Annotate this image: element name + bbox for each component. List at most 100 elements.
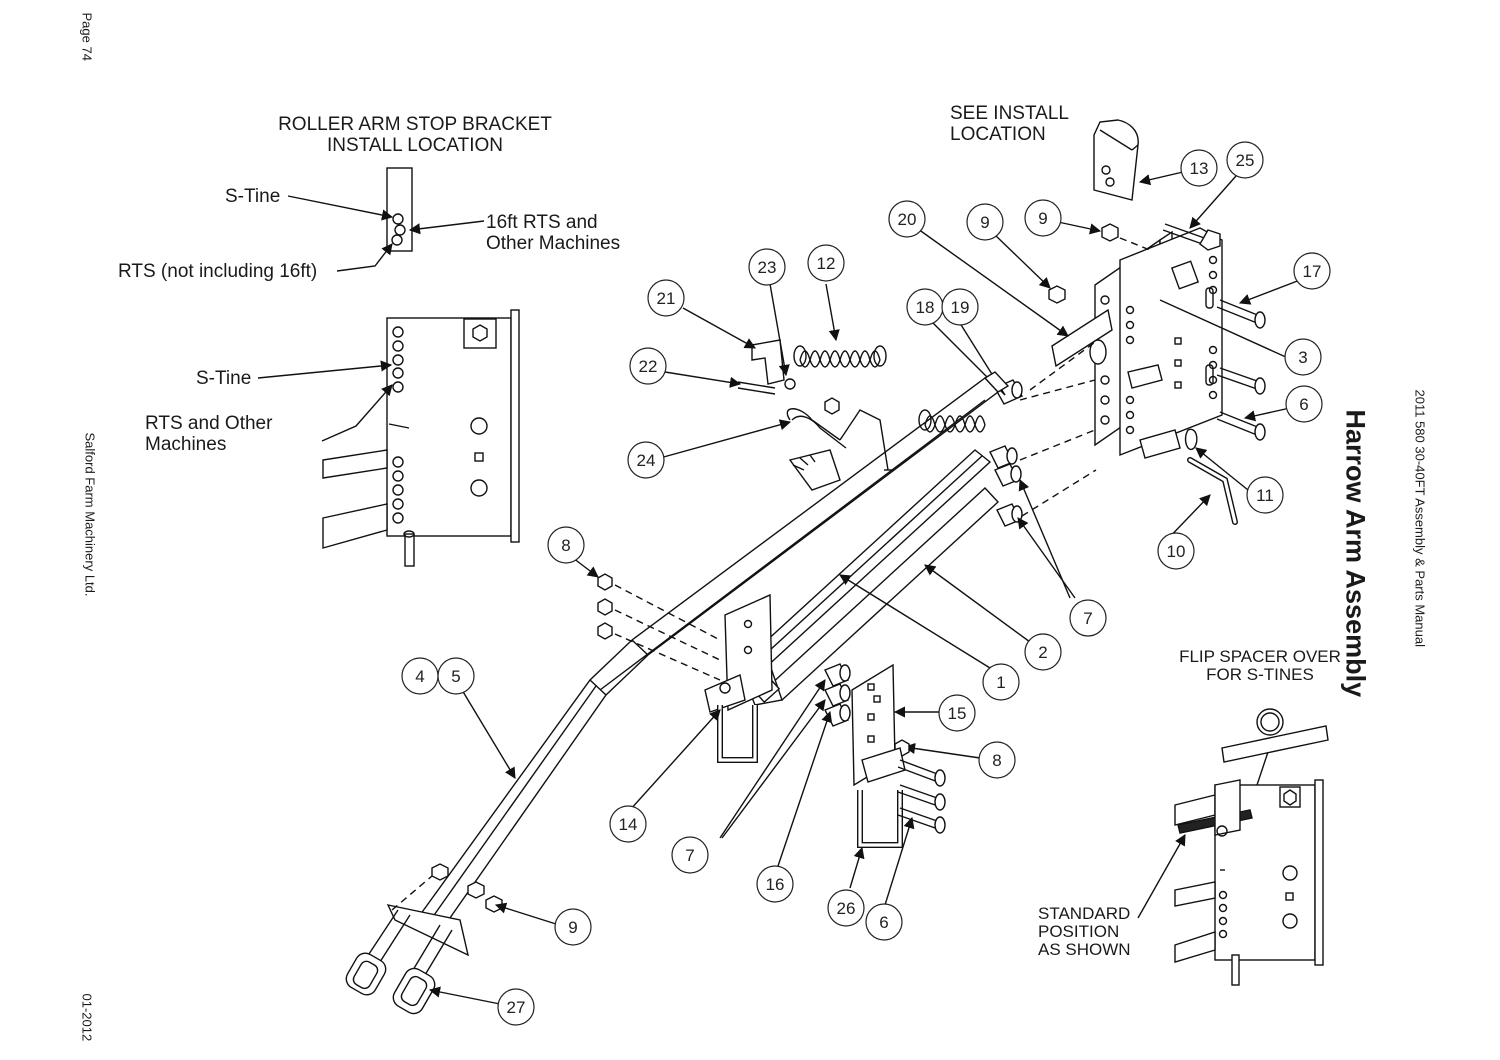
callout-11: 11 xyxy=(1246,476,1284,514)
callout-number: 6 xyxy=(879,913,888,932)
arm-tubes-1-2 xyxy=(739,449,1031,706)
stop-bracket-s-tine-label: S-Tine xyxy=(225,186,281,207)
callout-circle xyxy=(941,288,979,326)
pin-10-clip-11 xyxy=(1161,428,1249,546)
callout-18: 18 xyxy=(906,288,944,326)
callout-26: 26 xyxy=(827,889,865,927)
callout-circle xyxy=(547,526,585,564)
spacer-flip-inset xyxy=(1137,708,1329,986)
stop-bracket-16ft-label: 16ft RTS and Other Machines xyxy=(486,212,620,254)
callout-circle xyxy=(1284,338,1322,376)
nuts-8-left xyxy=(572,557,721,681)
callout-3: 3 xyxy=(1284,338,1322,376)
bracket-rts-label: RTS and Other Machines xyxy=(145,413,272,455)
callout-19: 19 xyxy=(941,288,979,326)
callout-number: 2 xyxy=(1038,643,1047,662)
callout-number: 12 xyxy=(817,254,836,273)
callout-circle xyxy=(966,203,1004,241)
callout-number: 8 xyxy=(561,536,570,555)
arm-end-tines xyxy=(345,863,557,1015)
standard-position-line1: STANDARD xyxy=(1038,904,1131,923)
spring-12 xyxy=(793,283,887,368)
callout-8: 8 xyxy=(978,741,1016,779)
callout-9: 9 xyxy=(554,908,592,946)
bracket-15-assembly xyxy=(719,663,981,906)
callout-number: 18 xyxy=(916,298,935,317)
callout-circle xyxy=(1246,476,1284,514)
callout-22: 22 xyxy=(629,347,667,385)
callout-number: 1 xyxy=(996,673,1005,692)
callout-number: 13 xyxy=(1190,159,1209,178)
callout-circle xyxy=(554,908,592,946)
callout-6: 6 xyxy=(1285,385,1323,423)
callout-number: 7 xyxy=(685,846,694,865)
flip-spacer-line2: FOR S-TINES xyxy=(1206,665,1314,684)
callout-10: 10 xyxy=(1157,532,1195,570)
stop-bracket-heading-line1: ROLLER ARM STOP BRACKET xyxy=(278,114,552,135)
callout-number: 5 xyxy=(451,667,460,686)
callout-circle xyxy=(748,248,786,286)
callout-number: 14 xyxy=(619,815,638,834)
nuts-9-upper xyxy=(993,221,1151,304)
callout-number: 16 xyxy=(766,875,785,894)
callout-number: 3 xyxy=(1298,348,1307,367)
stop-bracket-strip xyxy=(287,167,485,272)
callout-number: 6 xyxy=(1299,395,1308,414)
callout-13: 13 xyxy=(1180,149,1218,187)
callout-number: 9 xyxy=(980,213,989,232)
bushings-top xyxy=(929,319,1099,599)
callout-circle xyxy=(978,741,1016,779)
callout-circle xyxy=(865,903,903,941)
callout-number: 10 xyxy=(1167,542,1186,561)
main-bracket-plate xyxy=(1094,227,1223,459)
stop-bracket-rts-label: RTS (not including 16ft) xyxy=(118,261,318,282)
callout-7: 7 xyxy=(1069,599,1107,637)
callout-number: 4 xyxy=(415,667,424,686)
see-install-line1: SEE INSTALL xyxy=(950,103,1069,124)
callout-circle xyxy=(1180,149,1218,187)
callout-9: 9 xyxy=(966,203,1004,241)
callout-number: 20 xyxy=(898,210,917,229)
callout-1: 1 xyxy=(982,663,1020,701)
harrow-arm-tube xyxy=(418,371,1010,926)
callout-circle xyxy=(1069,599,1107,637)
callout-number: 15 xyxy=(948,704,967,723)
bracket-rts-line1: RTS and Other xyxy=(145,413,273,434)
callout-circle xyxy=(1293,252,1331,290)
callout-24: 24 xyxy=(627,441,665,479)
stop-bracket-heading: ROLLER ARM STOP BRACKET INSTALL LOCATION xyxy=(240,114,590,156)
spring-lower xyxy=(918,409,986,433)
callout-5: 5 xyxy=(437,657,475,695)
callout-8: 8 xyxy=(547,526,585,564)
callout-20: 20 xyxy=(888,200,926,238)
callout-circle xyxy=(888,200,926,238)
callout-circle xyxy=(627,441,665,479)
small-parts-21-24 xyxy=(659,283,892,491)
standard-position-line3: AS SHOWN xyxy=(1038,940,1131,959)
stop-bracket-16ft-line1: 16ft RTS and xyxy=(486,212,598,233)
callout-15: 15 xyxy=(938,694,976,732)
callout-number: 11 xyxy=(1256,486,1274,505)
flip-spacer-line1: FLIP SPACER OVER xyxy=(1179,647,1341,666)
callout-number: 22 xyxy=(639,357,658,376)
bolt-25 xyxy=(1162,175,1237,251)
see-install-label: SEE INSTALL LOCATION xyxy=(950,103,1069,145)
callout-25: 25 xyxy=(1226,141,1264,179)
callout-circle xyxy=(671,836,709,874)
callout-2: 2 xyxy=(1024,633,1062,671)
callout-circle xyxy=(827,889,865,927)
spacer-20 xyxy=(917,228,1113,368)
stop-bracket-clip xyxy=(1093,119,1184,201)
stop-bracket-16ft-line2: Other Machines xyxy=(486,233,621,254)
callout-circle xyxy=(1024,633,1062,671)
callout-21: 21 xyxy=(647,279,685,317)
callout-12: 12 xyxy=(807,244,845,282)
callout-number: 25 xyxy=(1236,151,1255,170)
callout-6: 6 xyxy=(865,903,903,941)
callout-7: 7 xyxy=(671,836,709,874)
callout-number: 9 xyxy=(568,918,577,937)
stop-bracket-heading-line2: INSTALL LOCATION xyxy=(327,135,503,156)
callout-14: 14 xyxy=(609,805,647,843)
